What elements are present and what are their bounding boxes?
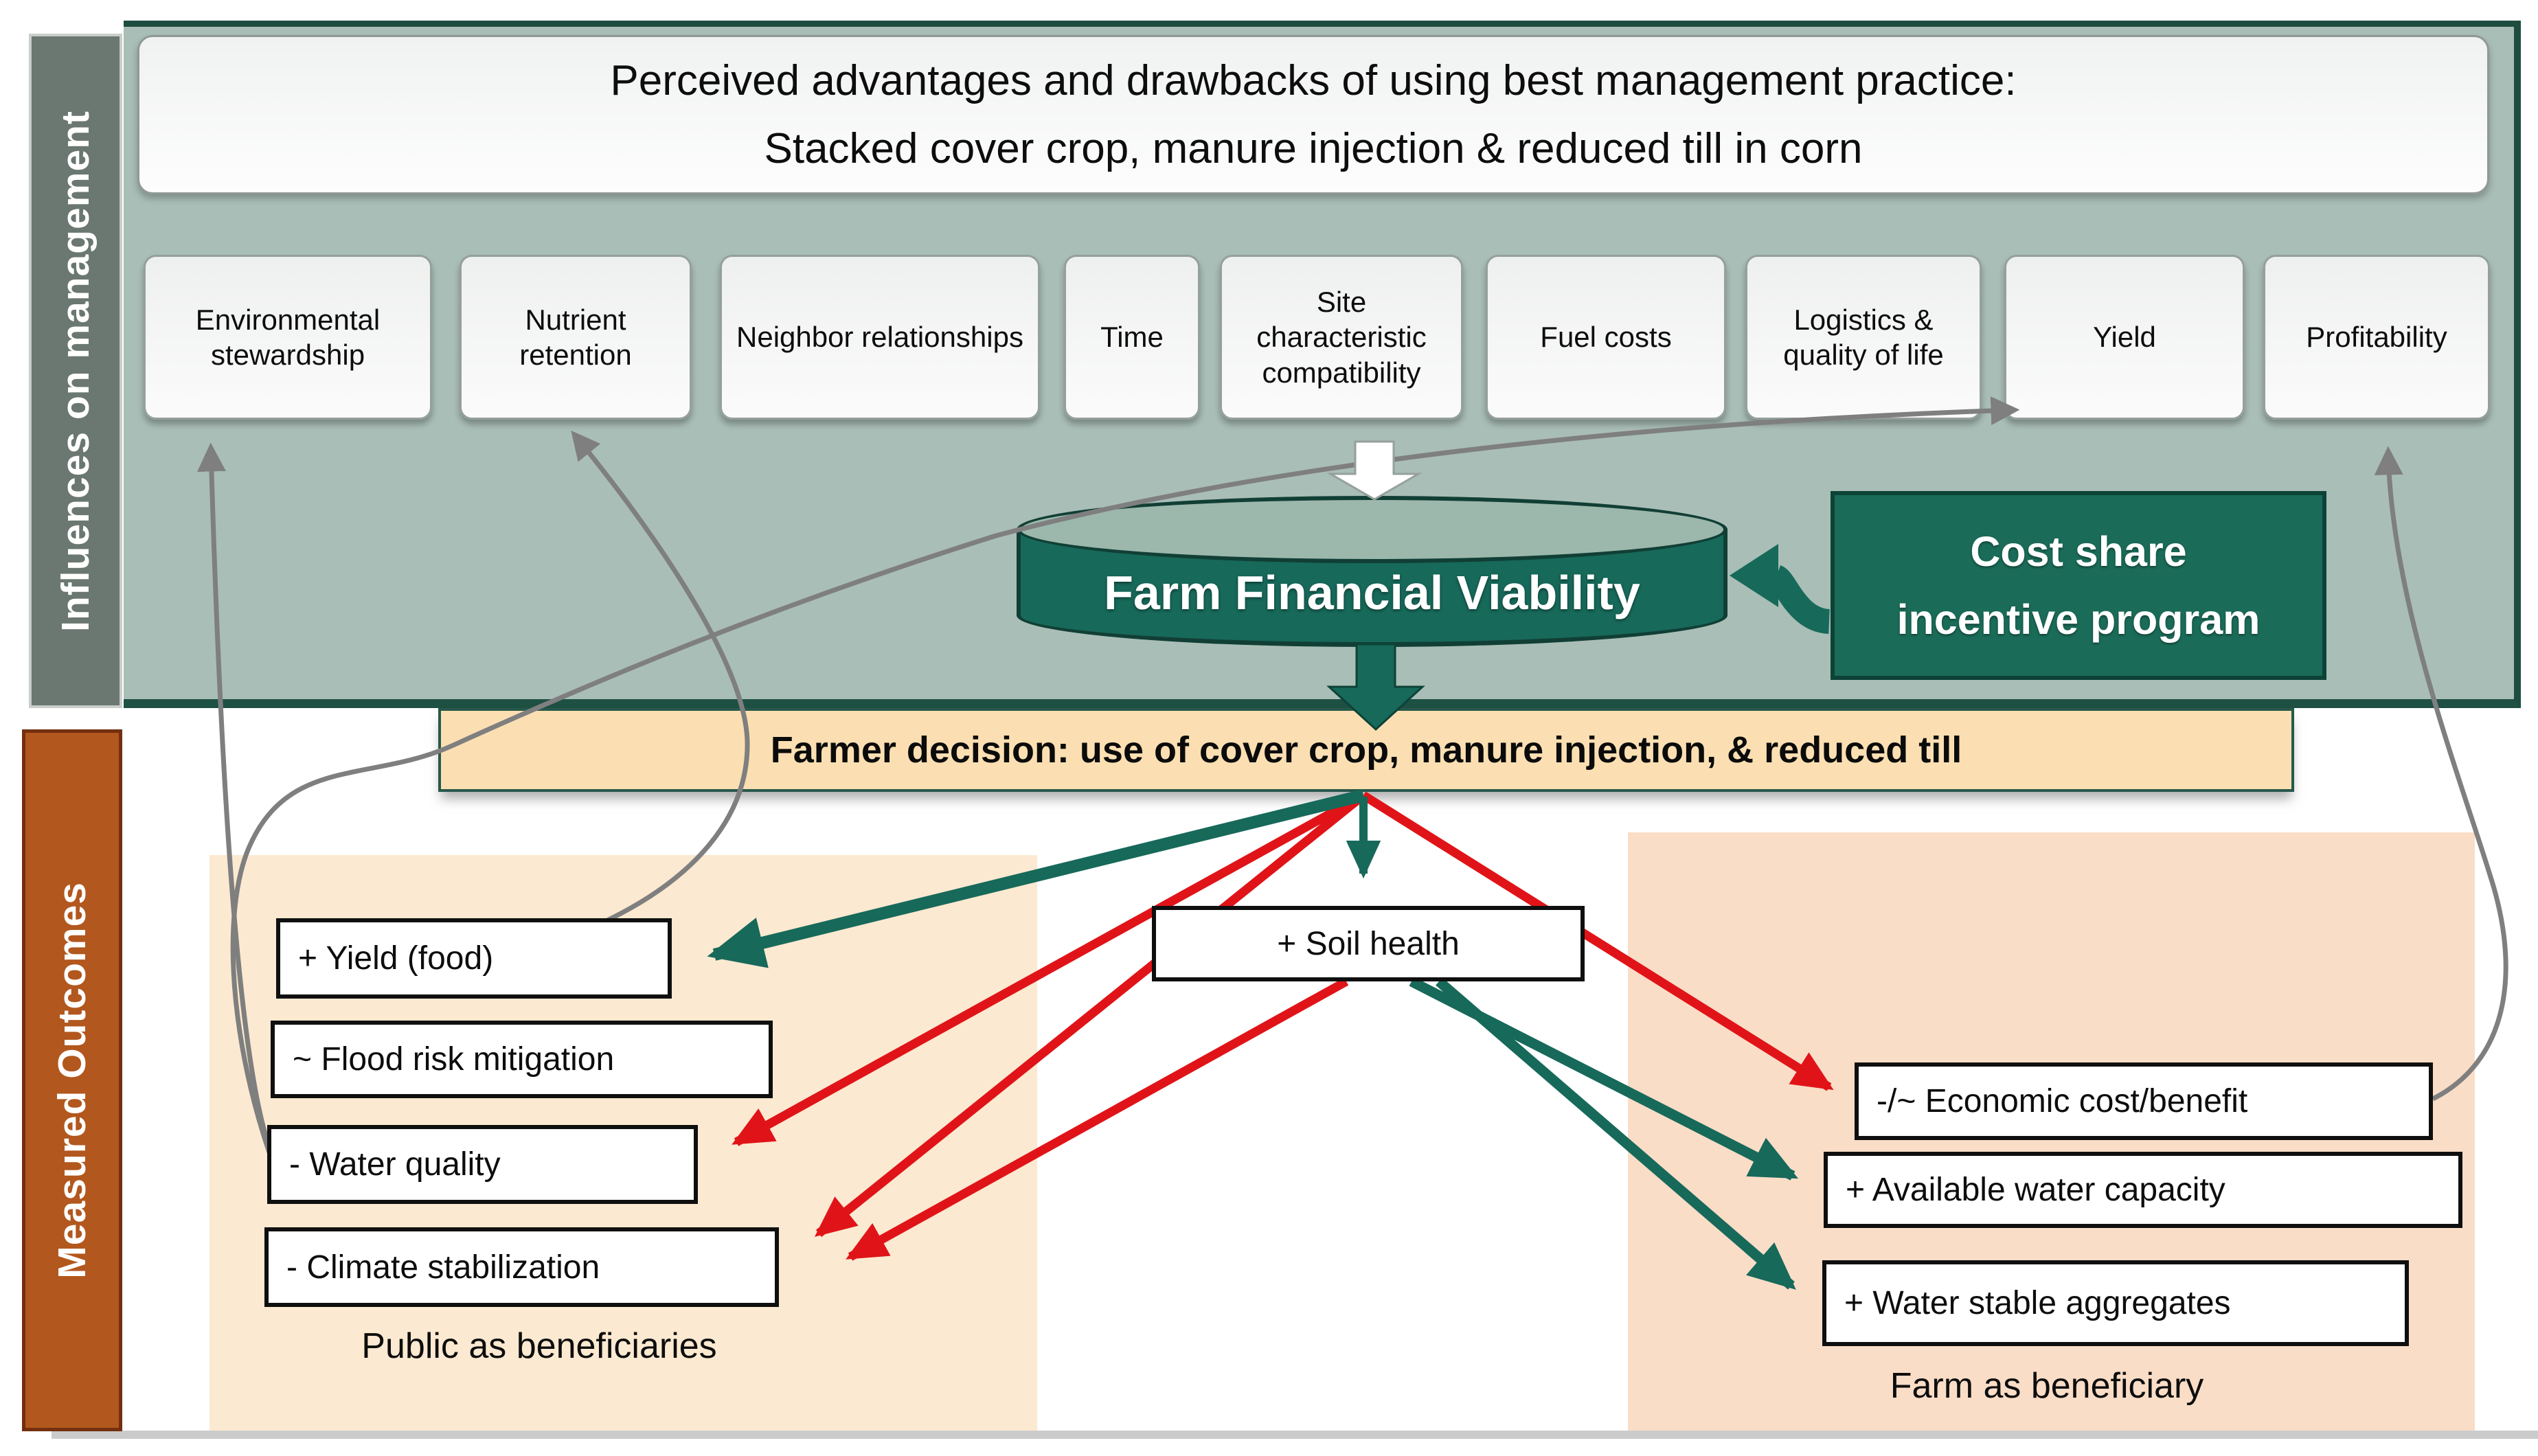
outcome-box-water-quality: - Water quality [267,1125,698,1204]
public-beneficiaries-caption: Public as beneficiaries [361,1326,717,1366]
cost-share-line-1: Cost share [1970,527,2187,575]
arrow-decision-to-water-quality [732,791,1366,1146]
arrow-soil-health-to-climate-stabilization [846,977,1349,1261]
sidebar-tab-influences: Influences on management [29,34,122,708]
influence-box-fuel-costs: Fuel costs [1486,255,1726,420]
outcome-box-economic-cost-benefit: -/~ Economic cost/benefit [1855,1062,2433,1140]
influence-box-environmental-stewardship: Environmental stewardship [144,255,432,420]
influence-box-site-characteristic-compatibility: Site characteristic compatibility [1220,255,1463,420]
feedback-arrow-water-quality-to-environmental-stewardship [196,442,274,1154]
influence-box-yield: Yield [2004,255,2245,420]
outcome-box-yield-food: + Yield (food) [276,918,672,999]
feedback-arrow-economic-to-profitability [2374,446,2508,1102]
block-arrow-cylinder-to-decision [1326,643,1425,731]
influence-box-time: Time [1064,255,1200,420]
bent-arrow-cost-share-to-cylinder-head [1730,544,1778,607]
outcome-box-flood-risk-mitigation: ~ Flood risk mitigation [271,1021,773,1098]
slide-bottom-edge [52,1431,2538,1439]
title-line-2: Stacked cover crop, manure injection & r… [764,125,1863,172]
outcome-box-climate-stabilization: - Climate stabilization [264,1227,779,1307]
arrow-decision-to-economic-cost-benefit [1361,791,1834,1091]
bent-arrow-cost-share-to-cylinder-tail [1769,565,1831,634]
outcome-box-soil-health: + Soil health [1152,906,1585,981]
farm-beneficiary-caption: Farm as beneficiary [1890,1366,2204,1406]
title-line-1: Perceived advantages and drawbacks of us… [610,57,2017,104]
influence-box-neighbor-relationships: Neighbor relationships [720,255,1040,420]
arrow-decision-to-climate-stabilization [814,791,1367,1238]
arrow-soil-health-to-water-stable-aggregates [1436,977,1796,1290]
sidebar-tab-measured-outcomes: Measured Outcomes [22,729,122,1431]
influence-box-nutrient-retention: Nutrient retention [460,255,692,420]
feedback-arrow-yield-food-to-nutrient-retention [571,430,750,924]
cost-share-line-2: incentive program [1896,595,2261,643]
cost-share-incentive-box: Cost share incentive program [1831,491,2326,680]
outcome-box-available-water-capacity: + Available water capacity [1824,1152,2462,1228]
block-arrow-influences-to-cylinder [1326,440,1423,501]
arrow-decision-to-yield-food [707,789,1366,968]
title-box: Perceived advantages and drawbacks of us… [137,35,2489,194]
outcome-box-water-stable-aggregates: + Water stable aggregates [1822,1260,2409,1346]
cylinder-label: Farm Financial Viability [1104,566,1640,619]
influence-box-profitability: Profitability [2263,255,2490,420]
feedback-arrow-water-quality-to-yield [230,396,2020,1165]
